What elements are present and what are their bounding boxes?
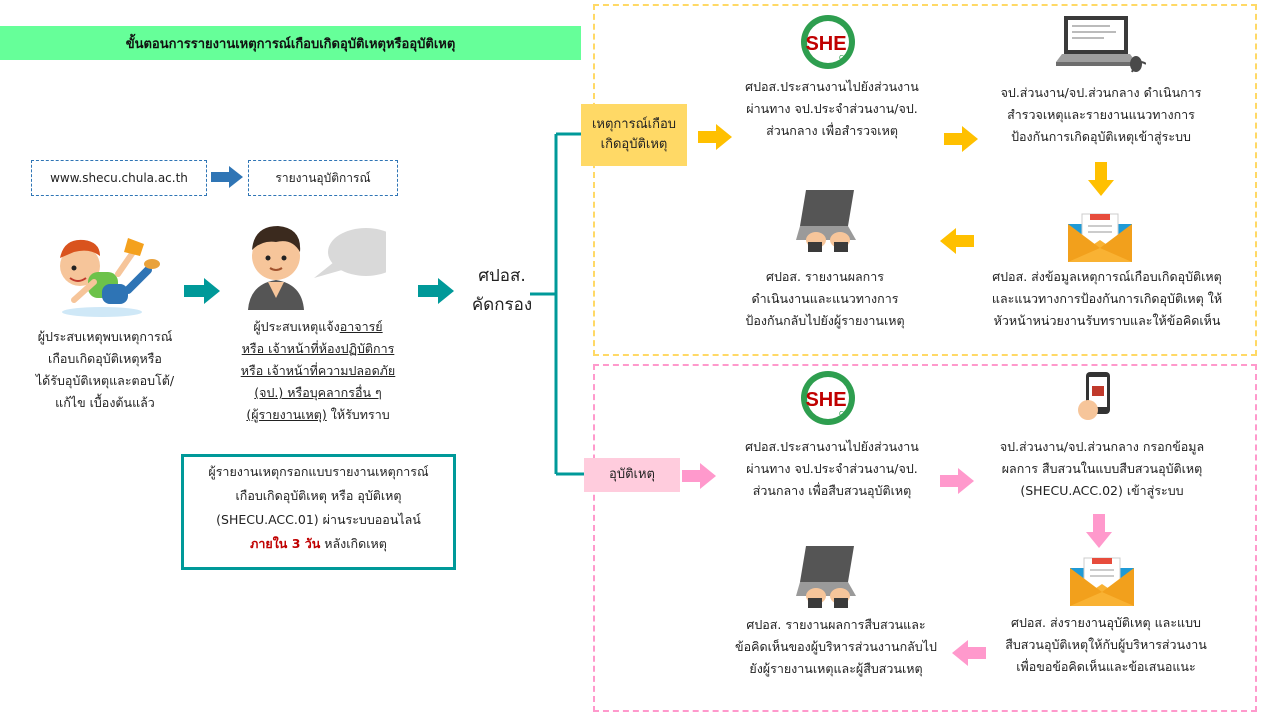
- teal-arrow-icon: [184, 278, 220, 304]
- mobile-phone-icon: [1078, 372, 1110, 420]
- pink-arrow-icon: [682, 463, 716, 489]
- falling-person-icon: [60, 238, 160, 317]
- accident-step4: ศปอส. รายงานผลการสืบสวนและ ข้อคิดเห็นของ…: [735, 617, 937, 676]
- yellow-arrow-icon: [944, 126, 978, 152]
- shecu-logo-icon: SHE CU: [801, 15, 855, 69]
- near-miss-step3: ศปอส. ส่งข้อมูลเหตุการณ์เกือบเกิดอุบัติเ…: [991, 269, 1223, 328]
- svg-text:SHE: SHE: [805, 33, 846, 55]
- diagram-title: ขั้นตอนการรายงานเหตุการณ์เกือบเกิดอุบัติ…: [0, 26, 581, 60]
- accident-step3: ศปอส. ส่งรายงานอุบัติเหตุ และแบบ สืบสวนอ…: [1005, 615, 1207, 674]
- speech-bubble-shape: [328, 228, 386, 276]
- near-miss-tag: เหตุการณ์เกือบเกิดอุบัติเหตุ: [581, 104, 687, 166]
- pink-down-arrow-icon: [1086, 514, 1112, 548]
- report-incident-box: รายงานอุบัติการณ์: [248, 160, 398, 196]
- near-miss-step4: ศปอส. รายงานผลการ ดำเนินงานและแนวทางการ …: [745, 269, 905, 328]
- near-miss-step1: ศปอส.ประสานงานไปยังส่วนงาน ผ่านทาง จป.ปร…: [745, 79, 919, 138]
- shecu-logo-icon: SHE CU: [801, 371, 855, 425]
- screening-label: ศปอส. คัดกรอง: [471, 266, 533, 315]
- pink-left-arrow-icon: [952, 640, 986, 666]
- teal-arrow-icon: [418, 278, 454, 304]
- computer-mouse-icon: [1056, 16, 1146, 73]
- victim-description: ผู้ประสบเหตุพบเหตุการณ์ เกือบเกิดอุบัติเ…: [35, 329, 175, 410]
- branch-connector: [530, 132, 586, 476]
- svg-text:CU: CU: [839, 411, 849, 418]
- accident-step2: จป.ส่วนงาน/จป.ส่วนกลาง กรอกข้อมูล ผลการ …: [999, 439, 1205, 498]
- email-envelope-icon: [1070, 557, 1134, 606]
- laptop-typing-icon: [796, 190, 856, 252]
- website-box: www.shecu.chula.ac.th: [31, 160, 207, 196]
- svg-text:CU: CU: [839, 55, 849, 62]
- accident-step1: ศปอส.ประสานงานไปยังส่วนงาน ผ่านทาง จป.ปร…: [745, 439, 919, 498]
- reporter-person-icon: [248, 226, 386, 310]
- form-instruction-box: ผู้รายงานเหตุกรอกแบบรายงานเหตุการณ์ เกือ…: [181, 454, 456, 570]
- right-arrow-icon: [211, 166, 243, 188]
- svg-text:SHE: SHE: [805, 389, 846, 411]
- notify-description: ผู้ประสบเหตุแจ้งอาจารย์ หรือ เจ้าหน้าที่…: [240, 319, 396, 422]
- laptop-typing-icon: [796, 546, 856, 608]
- accident-zone: [593, 364, 1257, 712]
- near-miss-step2: จป.ส่วนงาน/จป.ส่วนกลาง ดำเนินการ สำรวจเห…: [1000, 85, 1202, 144]
- near-miss-zone: [593, 4, 1257, 356]
- yellow-arrow-icon: [698, 124, 732, 150]
- accident-tag: อุบัติเหตุ: [584, 458, 680, 492]
- email-envelope-icon: [1068, 213, 1132, 262]
- pink-arrow-icon: [940, 468, 974, 494]
- yellow-left-arrow-icon: [940, 228, 974, 254]
- yellow-down-arrow-icon: [1088, 162, 1114, 196]
